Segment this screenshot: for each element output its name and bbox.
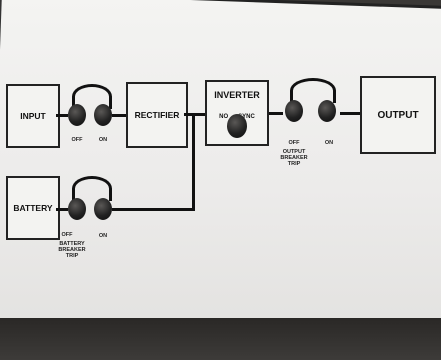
rectifier-label: RECTIFIER [134,110,180,120]
output-label: OUTPUT [377,109,419,121]
output-switch-arc [290,78,336,103]
input-on-label: ON [98,137,108,143]
output-off-knob[interactable] [285,100,303,122]
input-label: INPUT [20,111,46,121]
rectifier-block: RECTIFIER [126,82,188,148]
battery-block: BATTERY [6,176,60,240]
input-off-label: OFF [71,137,83,143]
battery-off-label: OFF [61,232,73,238]
battery-switch-arc [72,176,112,201]
battery-breaker-trip-label: BATTERY BREAKER TRIP [58,241,86,259]
battery-on-label: ON [98,233,108,239]
output-breaker-trip-label: OUTPUT BREAKER TRIP [280,149,308,167]
battery-off-knob[interactable] [68,198,86,220]
battery-on-knob[interactable] [94,198,112,220]
output-off-label: OFF [288,140,300,146]
inverter-mode-label: NO SYNC [219,114,255,120]
input-block: INPUT [6,84,60,148]
wire-input-switch [56,114,68,117]
output-block: OUTPUT [360,76,436,154]
battery-label: BATTERY [13,203,53,213]
input-off-knob[interactable] [68,104,86,126]
wire-battery-vertical [192,114,195,211]
wire-battery-horizontal [112,208,194,211]
control-panel [0,0,441,352]
wire-inverter-switch [269,112,283,115]
wire-switch-output [340,112,360,115]
input-switch-arc [72,84,112,109]
output-on-label: ON [324,140,334,146]
input-on-knob[interactable] [94,104,112,126]
inverter-label: INVERTER [214,90,260,100]
wire-switch-rectifier [112,114,126,117]
inverter-mode-knob[interactable] [227,114,247,138]
wire-battery-switch [56,208,68,211]
panel-bottom-edge [0,318,441,360]
output-on-knob[interactable] [318,100,336,122]
